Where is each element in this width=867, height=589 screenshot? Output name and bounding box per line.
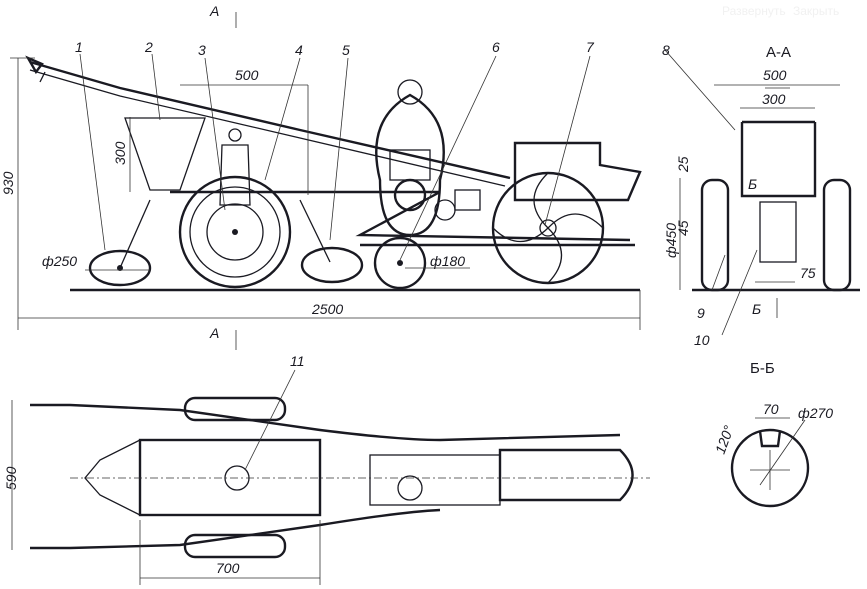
- dim-dia-250: ф250: [42, 253, 77, 269]
- section-mark-a-top: А: [209, 3, 219, 19]
- expand-link[interactable]: Развернуть: [722, 4, 786, 18]
- dim-aa-500: 500: [763, 67, 787, 83]
- callout-10: 10: [694, 332, 710, 348]
- callout-4: 4: [295, 42, 303, 58]
- close-link[interactable]: Закрыть: [793, 4, 839, 18]
- dim-500: 500: [235, 67, 259, 83]
- plan-view: [11, 369, 650, 585]
- section-b-b-title: Б-Б: [750, 360, 775, 377]
- dim-aa-300: 300: [762, 91, 786, 107]
- dim-930: 930: [0, 171, 16, 195]
- callout-8: 8: [662, 42, 670, 58]
- section-a-a-title: А-А: [766, 44, 791, 61]
- section-mark-b-bottom: Б: [752, 301, 761, 317]
- dim-dia-180: ф180: [430, 253, 465, 269]
- dim-bb-70: 70: [763, 401, 779, 417]
- dim-bb-angle: 120°: [712, 423, 737, 456]
- dim-aa-dia-450: ф450: [663, 223, 679, 258]
- dim-590: 590: [3, 466, 19, 490]
- side-view: [10, 12, 642, 350]
- dim-aa-25: 25: [675, 156, 691, 173]
- callout-9: 9: [697, 305, 705, 321]
- dim-300: 300: [112, 141, 128, 165]
- dim-aa-45: 45: [675, 220, 691, 236]
- section-a-a: [664, 49, 860, 336]
- section-b-b: [730, 417, 810, 508]
- dim-bb-dia-270: ф270: [798, 405, 833, 421]
- callout-2: 2: [144, 39, 153, 55]
- callout-1: 1: [75, 39, 83, 55]
- dim-aa-75: 75: [800, 265, 816, 281]
- dim-700: 700: [216, 560, 240, 576]
- callout-6: 6: [492, 39, 500, 55]
- dim-2500: 2500: [311, 301, 343, 317]
- section-mark-b: Б: [748, 176, 757, 192]
- callout-11: 11: [290, 353, 305, 369]
- callout-5: 5: [342, 42, 350, 58]
- section-mark-a-bottom: А: [209, 325, 219, 341]
- callout-7: 7: [586, 39, 595, 55]
- callout-3: 3: [198, 42, 206, 58]
